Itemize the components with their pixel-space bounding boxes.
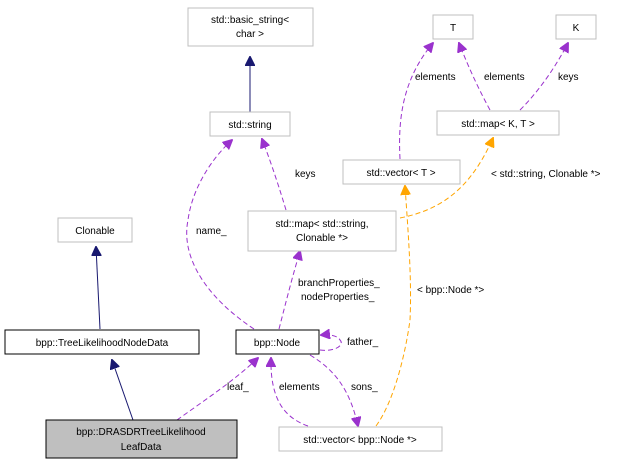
svg-text:Clonable *>: Clonable *> bbox=[296, 233, 348, 244]
edge-map-string-clonable-to-string bbox=[262, 139, 287, 211]
node-basic-string[interactable]: std::basic_string< char > bbox=[187, 7, 314, 47]
edge-label-node-properties: nodeProperties_ bbox=[301, 292, 375, 303]
edge-label-keys-map-kt: keys bbox=[558, 72, 579, 83]
edge-node-to-vector-node-ptr bbox=[309, 354, 358, 426]
node-vector-t[interactable]: std::vector< T > bbox=[342, 159, 461, 185]
edge-map-string-clonable-to-map-kt bbox=[399, 138, 493, 219]
edge-node-to-string bbox=[186, 140, 255, 330]
edge-vector-t-to-t bbox=[399, 43, 433, 160]
node-map-string-clonable[interactable]: std::map< std::string, Clonable *> bbox=[247, 210, 397, 252]
svg-text:LeafData: LeafData bbox=[121, 442, 162, 453]
edge-label-template-vector: < bpp::Node *> bbox=[417, 285, 484, 296]
edge-leaf-data-to-tlnd bbox=[112, 360, 134, 421]
node-clonable[interactable]: Clonable bbox=[57, 217, 133, 243]
edge-label-sons: sons_ bbox=[351, 382, 378, 393]
svg-text:std::vector< T >: std::vector< T > bbox=[366, 168, 435, 179]
edge-vector-node-ptr-to-node bbox=[271, 358, 309, 427]
node-vector-node-ptr[interactable]: std::vector< bpp::Node *> bbox=[278, 426, 443, 452]
svg-text:bpp::TreeLikelihoodNodeData: bpp::TreeLikelihoodNodeData bbox=[36, 338, 169, 349]
edge-label-father: father_ bbox=[347, 337, 379, 348]
svg-text:Clonable: Clonable bbox=[75, 226, 115, 237]
svg-text:bpp::DRASDRTreeLikelihood: bpp::DRASDRTreeLikelihood bbox=[76, 427, 206, 438]
edge-map-kt-to-t bbox=[459, 43, 491, 111]
edge-vector-node-ptr-to-vector-t bbox=[375, 186, 412, 427]
node-tree-likelihood-node-data[interactable]: bpp::TreeLikelihoodNodeData bbox=[4, 329, 200, 355]
node-t[interactable]: T bbox=[432, 14, 474, 40]
svg-text:std::vector< bpp::Node *>: std::vector< bpp::Node *> bbox=[303, 435, 417, 446]
svg-text:bpp::Node: bpp::Node bbox=[254, 338, 301, 349]
edge-tlnd-to-clonable bbox=[96, 247, 100, 330]
edge-map-kt-to-k bbox=[519, 43, 568, 111]
edge-label-keys-map-string-clonable: keys bbox=[295, 169, 316, 180]
node-drasdr-tree-likelihood-leaf-data[interactable]: bpp::DRASDRTreeLikelihood LeafData bbox=[45, 419, 238, 459]
edge-label-elements-vector-t: elements bbox=[415, 72, 456, 83]
svg-text:char >: char > bbox=[236, 29, 264, 40]
edge-label-elements-node: elements bbox=[279, 382, 320, 393]
edge-label-template-map: < std::string, Clonable *> bbox=[491, 169, 601, 180]
svg-text:T: T bbox=[450, 23, 456, 34]
node-k[interactable]: K bbox=[555, 14, 597, 40]
edge-node-to-map-string-clonable bbox=[278, 251, 300, 330]
svg-text:std::map< std::string,: std::map< std::string, bbox=[275, 219, 368, 230]
edge-leaf-data-to-node bbox=[176, 358, 258, 421]
edge-label-elements-map-kt: elements bbox=[484, 72, 525, 83]
node-map-kt[interactable]: std::map< K, T > bbox=[436, 110, 560, 136]
svg-text:K: K bbox=[573, 23, 580, 34]
node-string[interactable]: std::string bbox=[209, 111, 291, 137]
svg-text:std::string: std::string bbox=[228, 120, 271, 131]
svg-text:std::map< K, T >: std::map< K, T > bbox=[461, 119, 535, 130]
svg-text:std::basic_string<: std::basic_string< bbox=[211, 15, 289, 26]
edge-label-branch-properties: branchProperties_ bbox=[298, 278, 380, 289]
edge-label-leaf: leaf_ bbox=[227, 382, 249, 393]
node-bpp-node[interactable]: bpp::Node bbox=[235, 329, 320, 355]
edge-node-self-loop bbox=[320, 335, 342, 351]
edge-label-name: name_ bbox=[196, 226, 227, 237]
